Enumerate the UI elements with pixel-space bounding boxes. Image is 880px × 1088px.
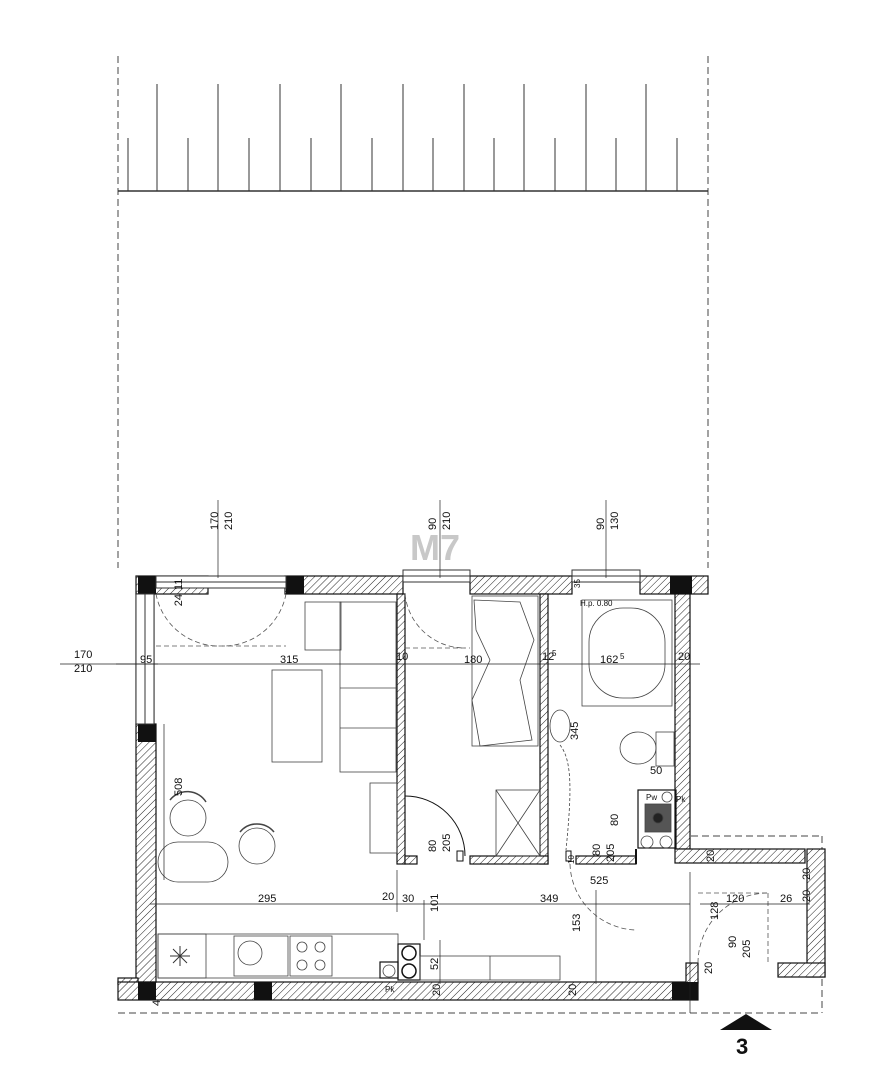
dim-20g: 20: [567, 984, 579, 996]
dim-4: 4: [151, 1000, 163, 1006]
dimension-lines: [60, 500, 810, 1013]
sink: [233, 935, 289, 977]
dim-162: 162: [600, 654, 618, 666]
dim-205-door3: 205: [605, 844, 617, 862]
dim-20c: 20: [801, 868, 813, 880]
walls: [117, 575, 826, 1001]
section-marker: 3: [736, 1034, 748, 1059]
section-arrow-icon: [720, 1014, 772, 1030]
window-2-height: 210: [441, 512, 453, 530]
door-swings: [155, 593, 769, 964]
dim-101: 101: [429, 894, 441, 912]
dim-10: 10: [396, 651, 408, 663]
dim-205-entry: 205: [741, 940, 753, 958]
dim-20b: 20: [705, 850, 717, 862]
bathtub-height-label: H.p. 0.80: [580, 599, 613, 608]
dim-128: 128: [709, 902, 721, 920]
dim-80-door1: 80: [427, 840, 439, 852]
windows: [135, 569, 641, 725]
dim-345: 345: [569, 722, 581, 740]
side-window-width: 170: [74, 649, 92, 661]
dim-5a: 5: [552, 649, 557, 658]
unit-label: M7: [410, 527, 460, 568]
dining-table: [157, 841, 229, 883]
sofa: [339, 601, 397, 773]
dim-80-door2: 80: [609, 814, 621, 826]
tv-unit: [369, 782, 398, 854]
dim-349: 349: [540, 893, 558, 905]
dim-120: 120: [726, 893, 744, 905]
toilet: [619, 731, 657, 765]
dim-20-right: 20: [678, 651, 690, 663]
snowflake-icon: [170, 946, 190, 966]
dim-508: 508: [173, 778, 185, 796]
side-window-height: 210: [74, 663, 92, 675]
living-furniture: [157, 601, 398, 883]
dim-20d: 20: [801, 890, 813, 902]
kitchen-counter: [157, 933, 399, 979]
dim-35: 35: [573, 579, 582, 588]
dim-295: 295: [258, 893, 276, 905]
bathroom-fixtures: [549, 599, 677, 851]
dim-20a: 20: [382, 891, 394, 903]
fridge: [157, 933, 207, 979]
window-3-width: 90: [595, 518, 607, 530]
dim-11: 11: [173, 579, 185, 590]
dim-80-door3: 80: [591, 844, 603, 856]
dim-205-door1: 205: [441, 834, 453, 852]
kitchen-fixtures: [157, 933, 561, 981]
dim-525: 525: [590, 875, 608, 887]
dim-12: 12: [542, 651, 554, 663]
interior-doors: [404, 795, 637, 864]
terrace-outline: [117, 56, 823, 1014]
wardrobe: [495, 789, 541, 857]
bath-pk-label: Pk: [676, 795, 686, 804]
coffee-table: [271, 669, 323, 763]
dim-20f: 20: [431, 984, 443, 996]
hob: [289, 935, 333, 977]
chair-1: [169, 799, 207, 837]
window-1-height: 210: [223, 512, 235, 530]
window-2-width: 90: [427, 518, 439, 530]
bed: [471, 595, 539, 747]
boiler-box: [637, 789, 677, 849]
dim-24: 24: [173, 594, 185, 606]
dim-5b: 5: [620, 652, 625, 661]
dim-30: 30: [402, 893, 414, 905]
chair-2: [238, 827, 276, 865]
bath-pw-label: Pw: [646, 793, 657, 802]
columns: [138, 576, 698, 1000]
bedroom-furniture: [471, 595, 541, 857]
window-1-width: 170: [209, 512, 221, 530]
armchair: [304, 601, 342, 651]
dim-26: 26: [780, 893, 792, 905]
dim-180: 180: [464, 654, 482, 666]
terrace-railing: [118, 84, 708, 192]
bathtub: [581, 599, 673, 707]
dim-52: 52: [429, 958, 441, 970]
dim-10-small: 10: [567, 855, 576, 864]
kitchen-pk-label: Pk: [385, 985, 395, 994]
dim-315: 315: [280, 654, 298, 666]
window-3-height: 130: [609, 512, 621, 530]
dim-90-entry: 90: [727, 936, 739, 948]
dim-20e: 20: [703, 962, 715, 974]
washbasin: [549, 709, 571, 743]
dim-95: 95: [140, 654, 152, 666]
dim-153: 153: [571, 914, 583, 932]
dim-50: 50: [650, 765, 662, 777]
